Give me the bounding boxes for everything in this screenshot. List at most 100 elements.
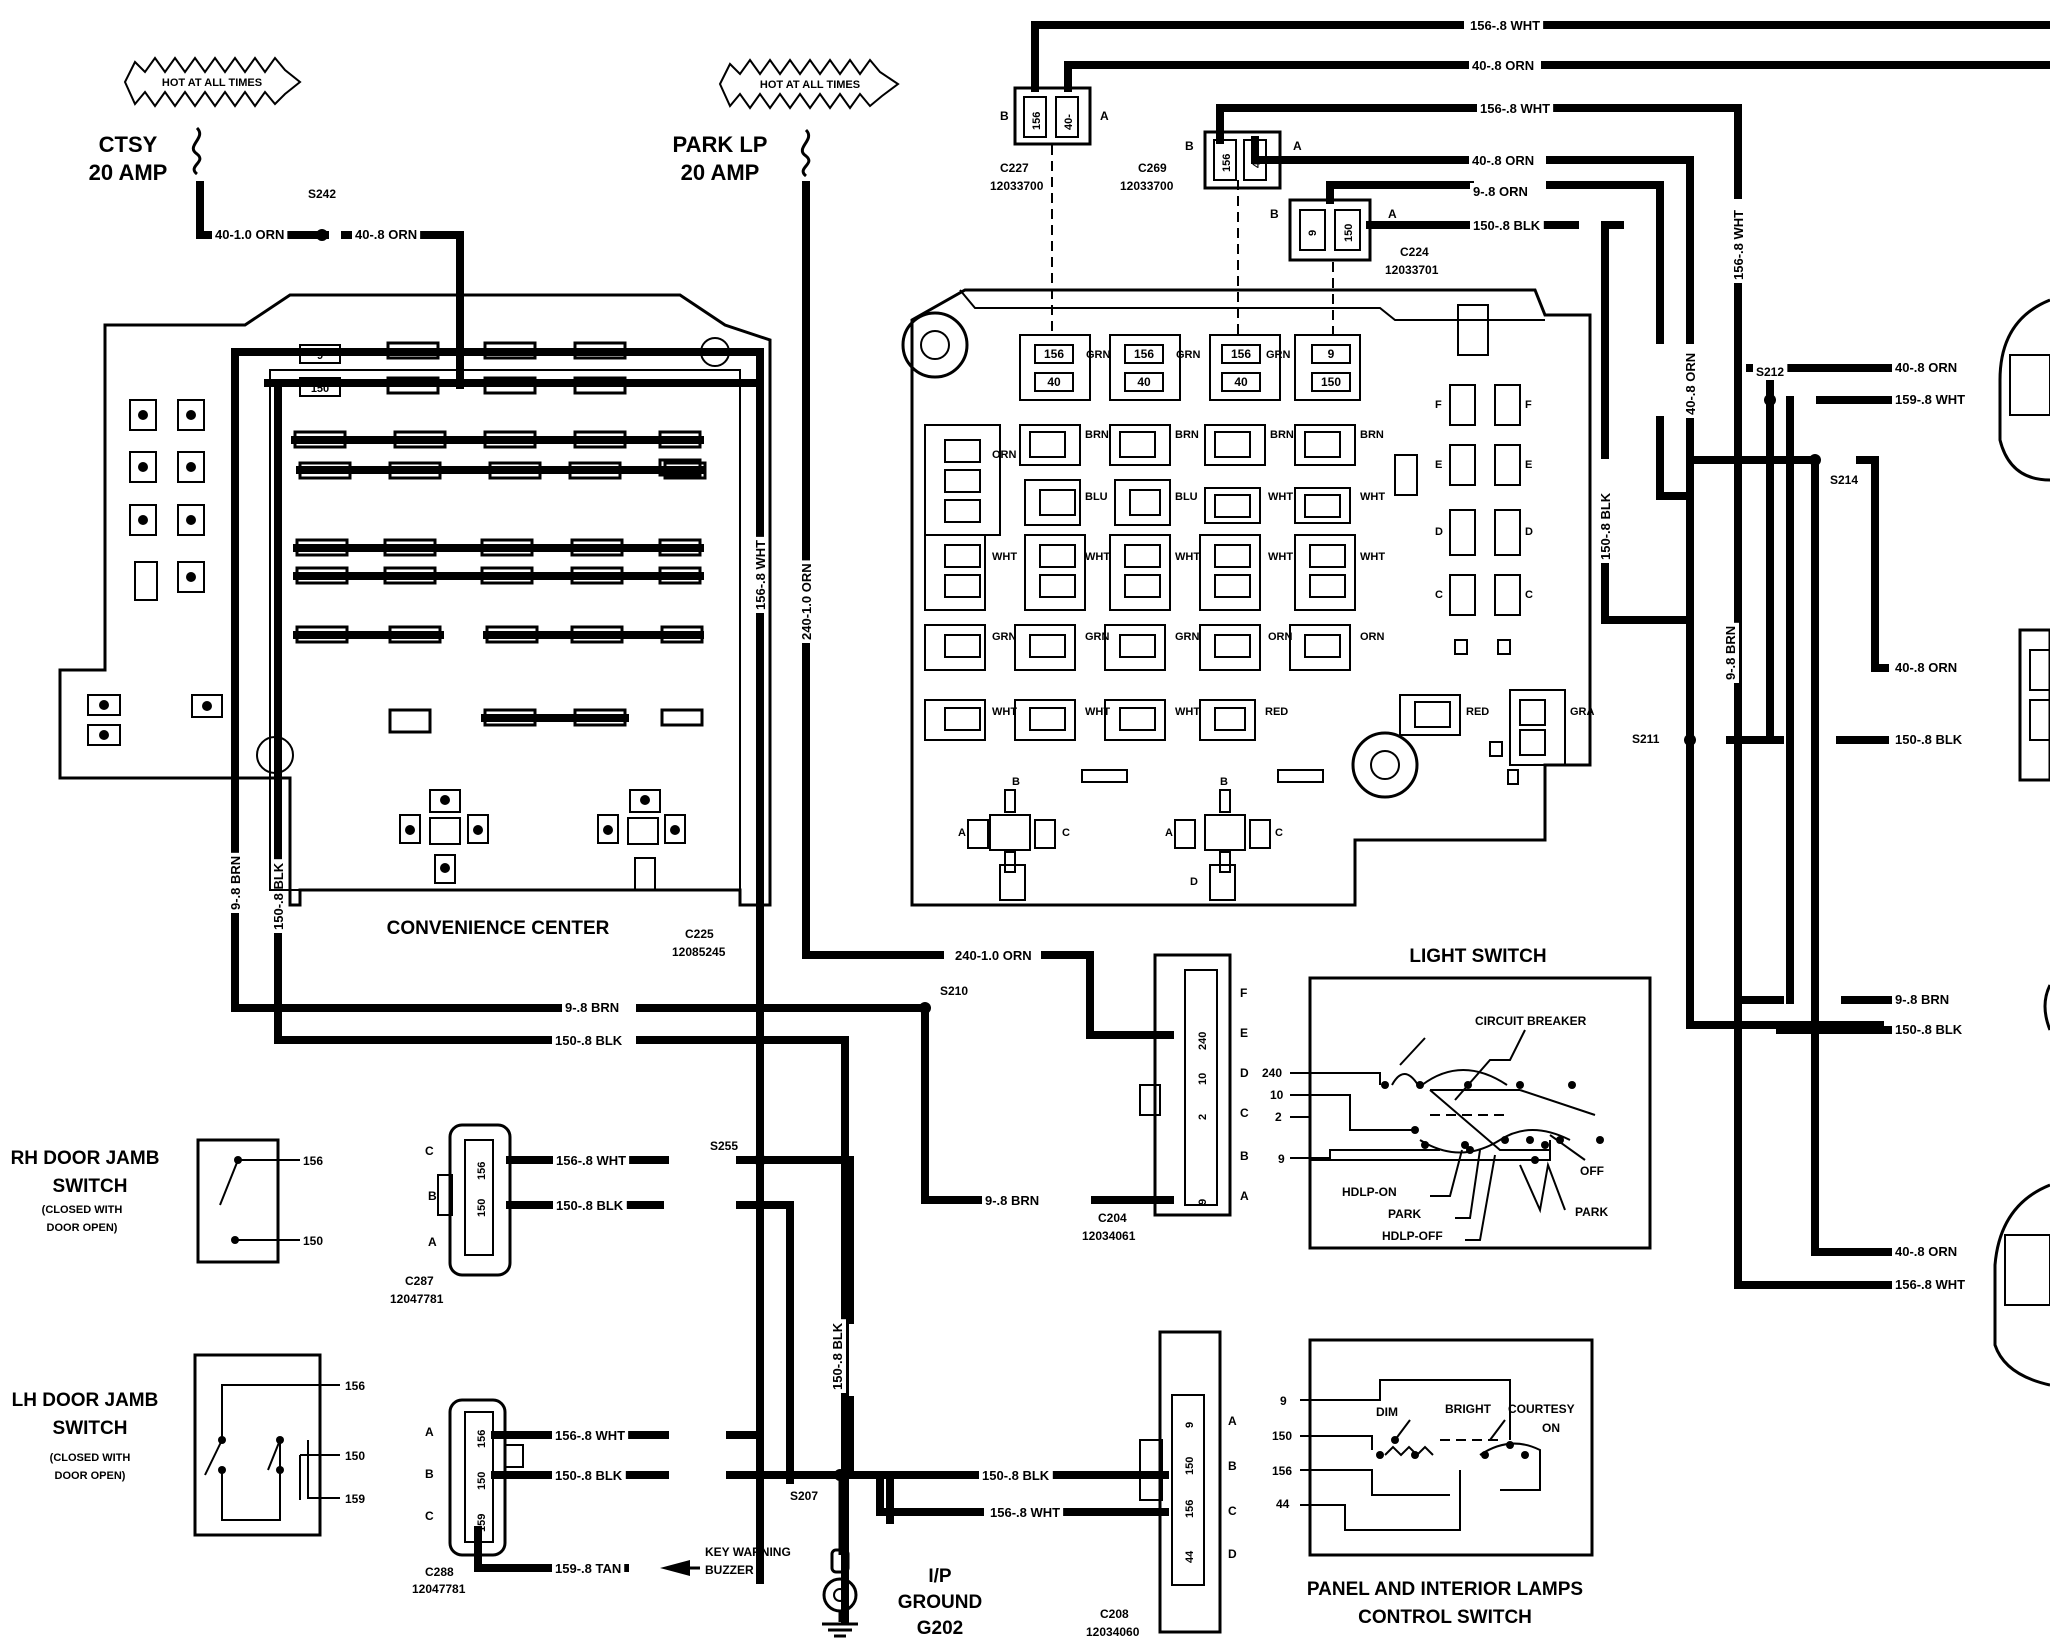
wire-label-bg [987, 1504, 1064, 1521]
c208-letter: C [1228, 1504, 1237, 1518]
fb-color: GRN [1086, 349, 1111, 361]
splice-label-s210: S210 [940, 984, 968, 998]
wire-label: 150-.8 BLK [555, 1468, 623, 1483]
wire-label: 150-.8 BLK [982, 1468, 1050, 1483]
fuse-block: 156 40 156 40 156 40 9 150 GRN GRN GRN [901, 145, 1595, 907]
fb-cell: 156 [1134, 347, 1154, 361]
wires [196, 21, 2050, 1624]
c227-name: C227 [1000, 161, 1029, 175]
wire-label-bg [1469, 152, 1538, 169]
fb-cell: 150 [1321, 375, 1341, 389]
c204-part: 12034061 [1082, 1229, 1136, 1243]
c204-cell: 2 [1197, 1114, 1209, 1120]
wire-label-bg [1753, 364, 1788, 380]
c269-pin: 156 [1221, 154, 1233, 172]
c208-pin: 156 [1184, 1500, 1196, 1518]
connector-c288: 156 150 159 A B C C288 12047781 [412, 1398, 524, 1596]
fb-cell: 40 [1137, 375, 1151, 389]
wire-label: 240-1.0 ORN [799, 563, 814, 640]
splice-dot-s214 [1809, 454, 1821, 466]
fb-color: GRN [1175, 631, 1200, 643]
park-fuse: HOT AT ALL TIMES PARK LP 20 AMP [673, 58, 900, 185]
splice-label-s255: S255 [710, 1139, 738, 1153]
panel-pin: 150 [1272, 1429, 1292, 1443]
panel-switch-title2: CONTROL SWITCH [1358, 1607, 1532, 1628]
wire-label-bg [707, 1138, 742, 1154]
fb-color: GRN [1176, 349, 1201, 361]
wire-label-bg [1892, 359, 1961, 376]
c224-pin: 150 [1343, 224, 1355, 242]
wire-label-bg [552, 1560, 625, 1577]
light-switch: LIGHT SWITCH CIRCUIT BREAKER 240 10 2 9 [1262, 946, 1652, 1250]
connector-c287: 156 150 C B A C287 12047781 [390, 1123, 512, 1306]
wire-label: 40-.8 ORN [355, 227, 417, 242]
splice-label-s214: S214 [1830, 473, 1858, 487]
fb-color: BRN [1175, 429, 1199, 441]
c204-letter: A [1240, 1189, 1249, 1203]
wire-label-bg [1730, 206, 1747, 283]
fb-color: GRN [1085, 631, 1110, 643]
wire-label: 150-.8 BLK [830, 1322, 845, 1390]
wire-label-bg [752, 536, 769, 613]
wire-label: 159-.8 TAN [555, 1561, 621, 1576]
wire-label-bg [1892, 1243, 1961, 1260]
lh-switch-title: LH DOOR JAMB [12, 1390, 159, 1411]
c208-pin: 9 [1184, 1422, 1196, 1428]
fb-cell: 156 [1231, 347, 1251, 361]
wire-label: 40-.8 ORN [1472, 58, 1534, 73]
fb-color: WHT [1360, 491, 1385, 503]
c204-cell: 9 [1197, 1199, 1209, 1205]
fb-color: RED [1265, 706, 1288, 718]
wire-label-bg [829, 1319, 846, 1393]
wire-label: 150-.8 BLK [271, 862, 286, 930]
wire-label: 40-.8 ORN [1895, 660, 1957, 675]
ground-label3: G202 [917, 1618, 963, 1639]
c269-name: C269 [1138, 161, 1167, 175]
c204-letter: B [1240, 1149, 1249, 1163]
fb-letter: A [1165, 827, 1173, 839]
wire-label-bg [562, 999, 623, 1016]
wire-label-bg [553, 1152, 630, 1169]
splice-label-s207: S207 [790, 1489, 818, 1503]
c208-pin: 150 [1184, 1457, 1196, 1475]
wire-label: 156-.8 WHT [555, 1428, 625, 1443]
c287-letter: A [428, 1235, 437, 1249]
lh-switch-title2: SWITCH [53, 1418, 128, 1439]
c288-letter: A [425, 1425, 434, 1439]
lh-switch-pin: 159 [345, 1492, 365, 1506]
panel-pin: 9 [1280, 1394, 1287, 1408]
splice-label-s212: S212 [1756, 365, 1784, 379]
fb-letter: B [1012, 776, 1020, 788]
ctsy-fuse: HOT AT ALL TIMES CTSY 20 AMP [89, 56, 302, 185]
wire-label-bg [1469, 57, 1538, 74]
connector-c224: 9 150 B A C224 12033701 [1270, 198, 1439, 277]
fb-letter: A [958, 827, 966, 839]
c204-cell: 10 [1197, 1073, 1209, 1085]
c288-pin: 156 [476, 1430, 488, 1448]
fb-color: ORN [992, 449, 1017, 461]
ctsy-fuse-rating: 20 AMP [89, 160, 168, 185]
park-fuse-symbol [800, 128, 811, 178]
rh-switch-title2: SWITCH [53, 1176, 128, 1197]
wire-label: 9-.8 BRN [985, 1193, 1039, 1208]
wire-label-bg [270, 859, 287, 933]
c204-letter: C [1240, 1106, 1249, 1120]
wire-label-bg [552, 1467, 626, 1484]
connector-c204: 240 10 2 9 F E D C B A C204 12034061 [1082, 953, 1249, 1243]
ls-hdlp-on: HDLP-ON [1342, 1185, 1397, 1199]
c224-part: 12033701 [1385, 263, 1439, 277]
right-lamps [1993, 298, 2050, 1387]
wire-label-bg [1892, 1276, 1969, 1293]
splice-label-s242: S242 [308, 187, 336, 201]
rh-door-jamb-switch: RH DOOR JAMB SWITCH (CLOSED WITH DOOR OP… [11, 1138, 323, 1264]
fb-letter: C [1525, 589, 1533, 601]
ip-ground-g202: S207 I/P GROUND G202 [790, 1480, 982, 1639]
c208-pin: 44 [1184, 1550, 1196, 1563]
c224-pin: 9 [1307, 230, 1319, 236]
panel-courtesy2: ON [1542, 1421, 1560, 1435]
lh-switch-pin: 150 [345, 1449, 365, 1463]
fb-letter: F [1525, 399, 1532, 411]
lh-door-jamb-switch: LH DOOR JAMB SWITCH (CLOSED WITH DOOR OP… [12, 1353, 365, 1537]
c204-letter: D [1240, 1066, 1249, 1080]
